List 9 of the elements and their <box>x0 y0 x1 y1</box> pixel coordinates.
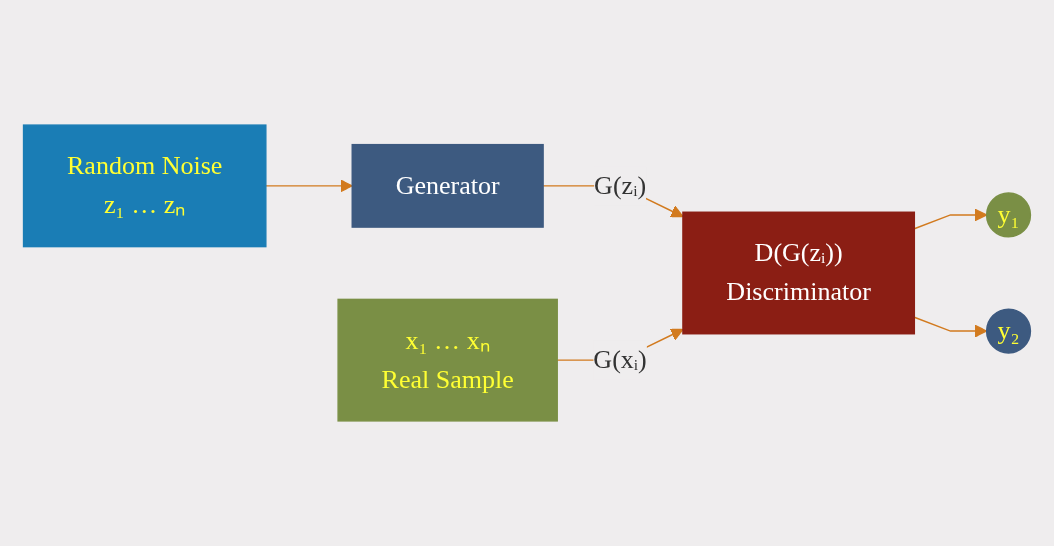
edge-label: G(xᵢ) <box>593 344 647 374</box>
edge-label: G(zᵢ) <box>594 170 647 200</box>
node-circle: y₁ <box>985 192 1032 238</box>
node-circle: y₂ <box>985 308 1032 354</box>
node-box: Random Noise z₁ … zₙ <box>22 124 267 248</box>
node-box: Generator <box>351 143 544 228</box>
node-box: D(G(zᵢ)) Discriminator <box>682 211 916 335</box>
arrow <box>265 179 353 193</box>
node-box: x₁ … xₙ Real Sample <box>337 298 558 422</box>
